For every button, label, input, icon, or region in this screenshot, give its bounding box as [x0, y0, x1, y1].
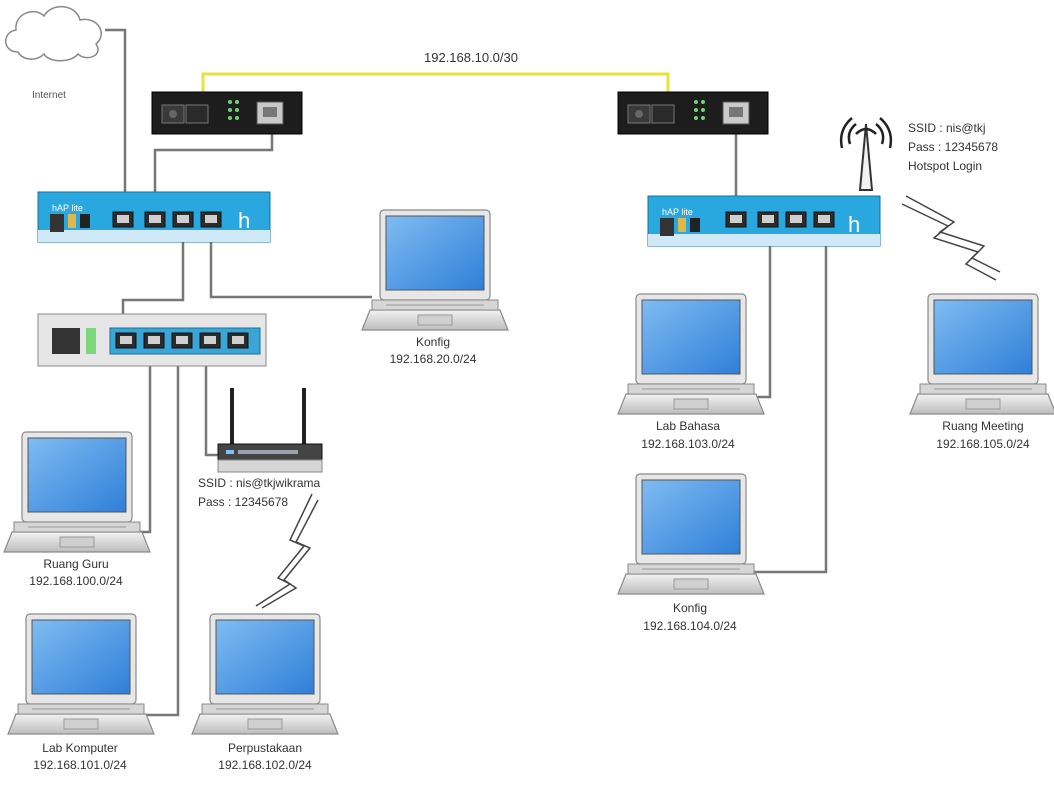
ap-pass: Pass : 12345678: [908, 140, 999, 154]
laptop-ip: 192.168.101.0/24: [33, 758, 127, 772]
logo-h-icon: h: [238, 208, 250, 233]
signal-icon: [855, 127, 877, 135]
cable-konfig-right: [742, 230, 828, 574]
router-left-model: hAP lite: [52, 203, 83, 213]
switch: [37, 313, 267, 367]
laptop-name: Konfig: [672, 601, 708, 615]
laptop-name: Ruang Guru: [43, 557, 109, 571]
laptop-name: Lab Bahasa: [655, 419, 721, 433]
laptop-ip: 192.168.105.0/24: [936, 437, 1030, 451]
router-left: h: [37, 191, 271, 243]
laptop-ip: 192.168.102.0/24: [218, 758, 312, 772]
laptop-ip: 192.168.103.0/24: [641, 437, 735, 451]
cable-wifi-router: [204, 345, 222, 457]
laptop-name: Perpustakaan: [227, 741, 303, 755]
wifi-router: [217, 388, 323, 473]
wireless-link-left: [255, 493, 313, 607]
internet-label: Internet: [32, 90, 66, 101]
laptop-ruang-guru: [3, 431, 151, 553]
cable-converter-left: [153, 120, 274, 212]
laptop-name: Lab Komputer: [42, 741, 118, 755]
laptop-konfig-right: [617, 473, 765, 595]
wireless-link-right: [901, 203, 997, 281]
laptop-lab-komputer: [7, 613, 155, 735]
laptop-name: Ruang Meeting: [942, 419, 1024, 433]
cloud-icon: [5, 6, 102, 62]
laptop-konfig-left: [361, 209, 509, 331]
access-point: [839, 117, 893, 191]
laptop-ip: 192.168.104.0/24: [643, 619, 737, 633]
wifi-ssid: SSID : nis@tkjwikrama: [198, 476, 321, 490]
wifi-pass: Pass : 12345678: [198, 495, 289, 509]
router-right-model: hAP lite: [662, 207, 693, 217]
cable-lab-komputer: [140, 345, 180, 717]
media-converter-left: [151, 91, 303, 135]
media-converter-right: [617, 91, 769, 135]
cable-internet: [105, 28, 127, 212]
ap-login: Hotspot Login: [908, 159, 983, 173]
laptop-ip: 192.168.100.0/24: [29, 574, 123, 588]
cable-konfig-left: [209, 230, 372, 299]
laptop-lab-bahasa: [617, 293, 765, 415]
laptop-name: Konfig: [415, 335, 451, 349]
router-right: h: [647, 195, 881, 247]
cables: [105, 28, 828, 717]
laptop-perpustakaan: [191, 613, 339, 735]
link-label: 192.168.10.0/30: [424, 50, 518, 65]
laptop-ip: 192.168.20.0/24: [389, 352, 477, 366]
svg-text:h: h: [848, 212, 860, 237]
ap-ssid: SSID : nis@tkj: [908, 121, 986, 135]
laptop-ruang-meeting: [909, 293, 1054, 415]
wireless-links: [255, 195, 1001, 609]
